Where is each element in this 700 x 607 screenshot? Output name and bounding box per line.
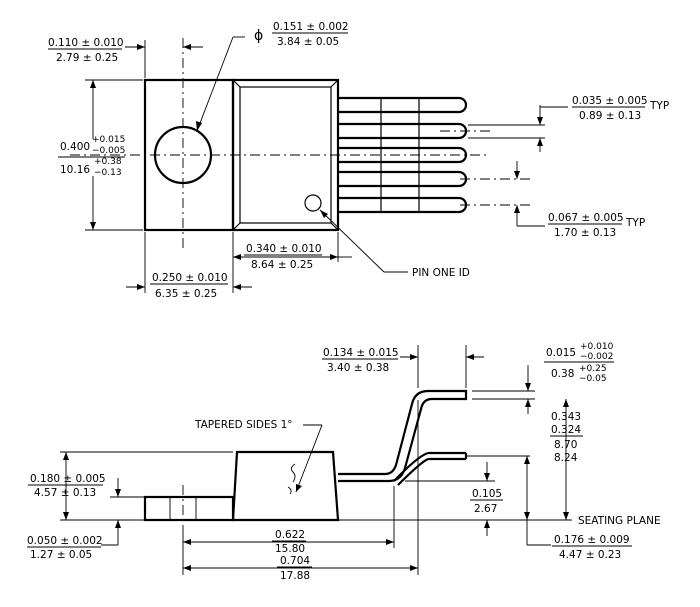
height-in-tol-plus: +0.015 <box>92 135 125 145</box>
height-mm-tol-minus: −0.13 <box>94 168 122 178</box>
pin-one-marker <box>304 194 322 212</box>
lead-thickness-mm-tol-minus: −0.05 <box>579 374 607 384</box>
overall-length-in: 0.704 <box>280 555 310 567</box>
height-mm-tol-plus: +0.38 <box>94 157 122 167</box>
lead-thickness-in: 0.015 <box>546 347 576 359</box>
overall-length-mm: 17.88 <box>280 570 310 582</box>
hole-diameter-in: 0.151 ± 0.002 <box>273 21 349 33</box>
hole-center-mm: 6.35 ± 0.25 <box>155 288 217 300</box>
body-height-mm: 4.57 ± 0.13 <box>34 487 96 499</box>
lead-width-typ: TYP <box>649 100 669 112</box>
flange-thickness-mm: 2.79 ± 0.25 <box>56 52 118 64</box>
lead-bent <box>338 389 468 483</box>
tab-thickness-in: 0.050 ± 0.002 <box>27 535 103 547</box>
lead-4 <box>338 170 468 188</box>
lead-height-in-max: 0.343 <box>551 411 581 423</box>
height-in: 0.400 <box>60 141 90 153</box>
lead-height-in-min: 0.324 <box>551 424 581 436</box>
lead-width-mm: 0.89 ± 0.13 <box>579 110 641 122</box>
tapered-sides-label: TAPERED SIDES 1° <box>194 419 293 431</box>
tab-outline <box>143 495 235 522</box>
flange-thickness-in: 0.110 ± 0.010 <box>48 37 124 49</box>
diameter-symbol: ϕ <box>254 28 263 44</box>
height-in-tol-minus: −0.005 <box>92 146 125 156</box>
standoff-mm: 2.67 <box>474 503 497 515</box>
lead-5 <box>338 196 468 214</box>
lead-height-mm-max: 8.70 <box>554 439 577 451</box>
body-length-in: 0.340 ± 0.010 <box>246 243 322 255</box>
lead-offset-in: 0.134 ± 0.015 <box>323 347 399 359</box>
hole-diameter-mm: 3.84 ± 0.05 <box>277 36 339 48</box>
body-to-bend-mm: 15.80 <box>275 543 305 555</box>
body-height-in: 0.180 ± 0.005 <box>30 473 106 485</box>
lead-pitch-typ: TYP <box>625 217 645 229</box>
lead-pitch-in: 0.067 ± 0.005 <box>548 212 624 224</box>
body-to-bend-in: 0.622 <box>275 529 305 541</box>
body-length-mm: 8.64 ± 0.25 <box>251 259 313 271</box>
lead-thickness-in-tol-minus: −0.002 <box>580 352 613 362</box>
mounting-hole <box>153 125 213 185</box>
body-side-outline <box>231 450 340 522</box>
standoff-in: 0.105 <box>472 488 502 500</box>
taper-mark <box>287 463 296 495</box>
height-mm: 10.16 <box>60 164 90 176</box>
lead-height-mm-min: 8.24 <box>554 452 578 464</box>
hole-center-in: 0.250 ± 0.010 <box>152 272 228 284</box>
side-view: SEATING PLANE TAPERED SIDES 1° 0.180 ± 0… <box>27 342 661 582</box>
lead-bend-mm: 4.47 ± 0.23 <box>559 549 621 561</box>
tab-thickness-mm: 1.27 ± 0.05 <box>30 549 92 561</box>
lead-pitch-mm: 1.70 ± 0.13 <box>554 227 616 239</box>
lead-offset-mm: 3.40 ± 0.38 <box>327 362 389 374</box>
lead-width-in: 0.035 ± 0.005 <box>572 95 648 107</box>
seating-plane-label: SEATING PLANE <box>578 515 661 527</box>
pin-one-id-label: PIN ONE ID <box>412 267 470 279</box>
lead-1 <box>338 96 468 114</box>
lead-thickness-mm: 0.38 <box>551 368 574 380</box>
lead-thickness-in-tol-plus: +0.010 <box>580 342 614 352</box>
lead-thickness-mm-tol-plus: +0.25 <box>579 364 607 374</box>
lead-bend-in: 0.176 ± 0.009 <box>554 534 630 546</box>
top-view: 0.110 ± 0.010 2.79 ± 0.25 ϕ 0.151 ± 0.00… <box>48 21 669 300</box>
